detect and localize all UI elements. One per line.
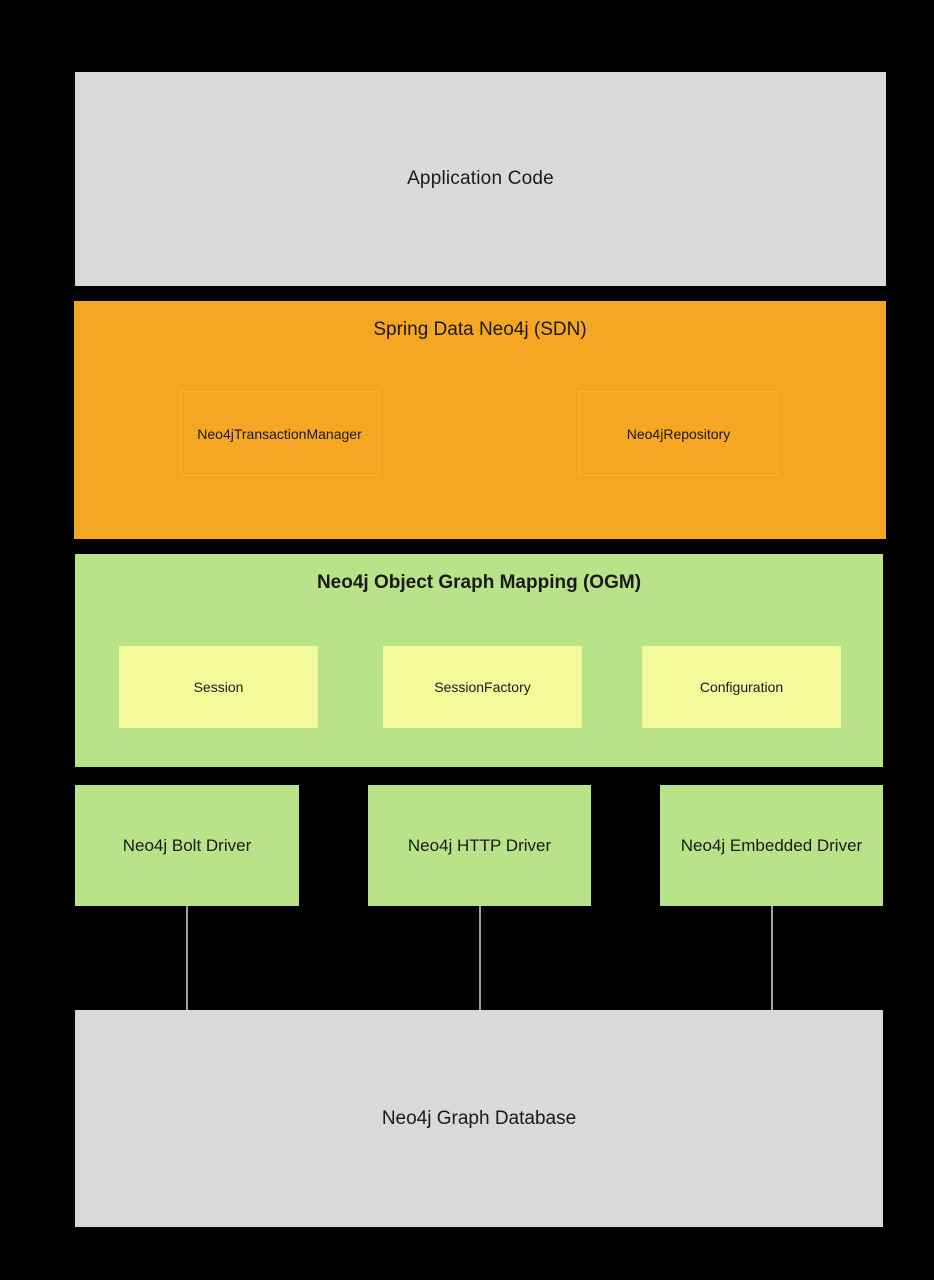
ogm-layer-title: Neo4j Object Graph Mapping (OGM): [316, 572, 642, 593]
driver-bolt-label: Neo4j Bolt Driver: [122, 835, 252, 855]
ogm-component-session-label: Session: [193, 679, 244, 695]
ogm-component-session: Session: [119, 646, 318, 728]
sdn-component-repository: Neo4jRepository: [579, 391, 778, 476]
driver-embedded-label: Neo4j Embedded Driver: [680, 835, 863, 855]
connector-line-http-to-database: [479, 906, 481, 1010]
connector-line-bolt-to-database: [186, 906, 188, 1010]
layer-spring-data-neo4j: Spring Data Neo4j (SDN) Neo4jTransaction…: [74, 301, 886, 539]
driver-http: Neo4j HTTP Driver: [368, 785, 591, 906]
layer-neo4j-ogm: Neo4j Object Graph Mapping (OGM) Session…: [75, 554, 883, 767]
connector-line-embedded-to-database: [771, 906, 773, 1010]
application-code-label: Application Code: [407, 168, 554, 189]
layer-application-code: Application Code: [75, 72, 886, 286]
ogm-component-configuration: Configuration: [642, 646, 841, 728]
sdn-component-repository-label: Neo4jRepository: [626, 425, 731, 442]
driver-http-label: Neo4j HTTP Driver: [407, 835, 552, 855]
sdn-component-transaction-manager-label: Neo4jTransactionManager: [197, 425, 362, 442]
ogm-component-configuration-label: Configuration: [699, 679, 784, 695]
ogm-component-session-factory-label: SessionFactory: [434, 679, 531, 695]
layer-neo4j-graph-database: Neo4j Graph Database: [75, 1010, 883, 1227]
driver-bolt: Neo4j Bolt Driver: [75, 785, 299, 906]
graph-database-label: Neo4j Graph Database: [381, 1107, 577, 1129]
driver-embedded: Neo4j Embedded Driver: [660, 785, 883, 906]
sdn-component-transaction-manager: Neo4jTransactionManager: [180, 391, 379, 476]
sdn-layer-title: Spring Data Neo4j (SDN): [373, 319, 587, 340]
ogm-component-session-factory: SessionFactory: [383, 646, 582, 728]
